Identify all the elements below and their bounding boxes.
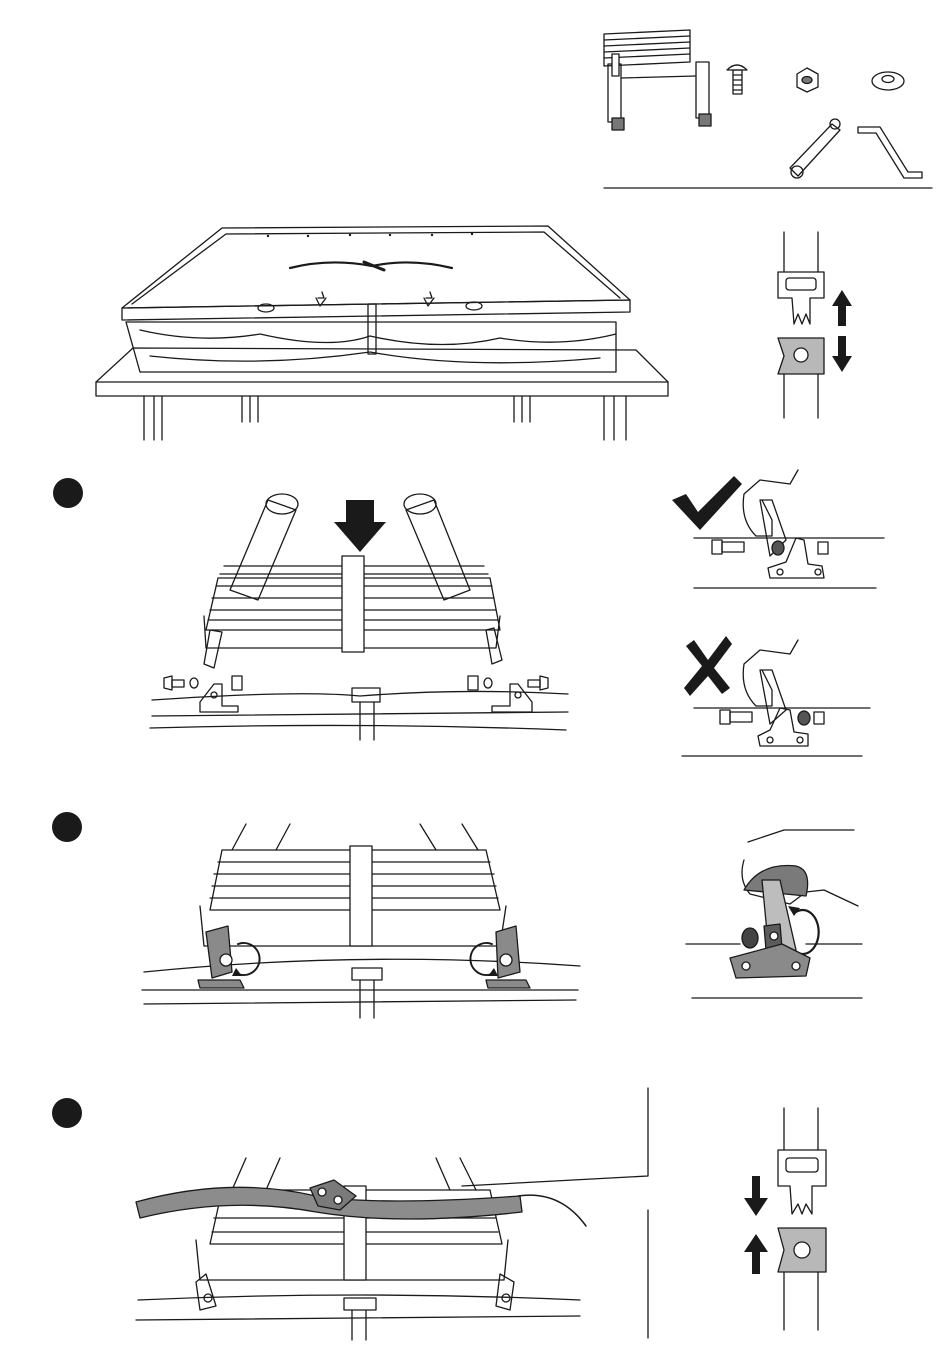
- arrow-up-icon: [744, 1234, 768, 1274]
- arrow-down-icon: [744, 1176, 768, 1216]
- arrow-down-icon: [334, 500, 386, 552]
- incorrect-assembly-detail: [682, 636, 870, 756]
- overview-tent-on-roof: [96, 226, 668, 440]
- bolt-icon: [727, 65, 747, 94]
- tightening-detail: [686, 830, 862, 998]
- step-3-illustration: [136, 1088, 648, 1340]
- buckle-release-detail: [778, 232, 852, 418]
- parts-list: [604, 30, 932, 188]
- buckle-close-detail: [744, 1108, 826, 1330]
- cross-icon: [684, 636, 732, 696]
- ladder-icon: [604, 30, 711, 130]
- wrench-icon: [790, 119, 840, 178]
- step-2-illustration: [142, 824, 580, 1018]
- arrow-down-icon: [832, 336, 852, 372]
- correct-assembly-detail: [672, 470, 884, 588]
- arrow-up-icon: [832, 290, 852, 326]
- washer-icon: [872, 72, 904, 90]
- check-icon: [672, 476, 742, 530]
- nut-icon: [797, 68, 818, 92]
- hex-key-icon: [858, 127, 922, 178]
- step-1-illustration: [150, 494, 568, 740]
